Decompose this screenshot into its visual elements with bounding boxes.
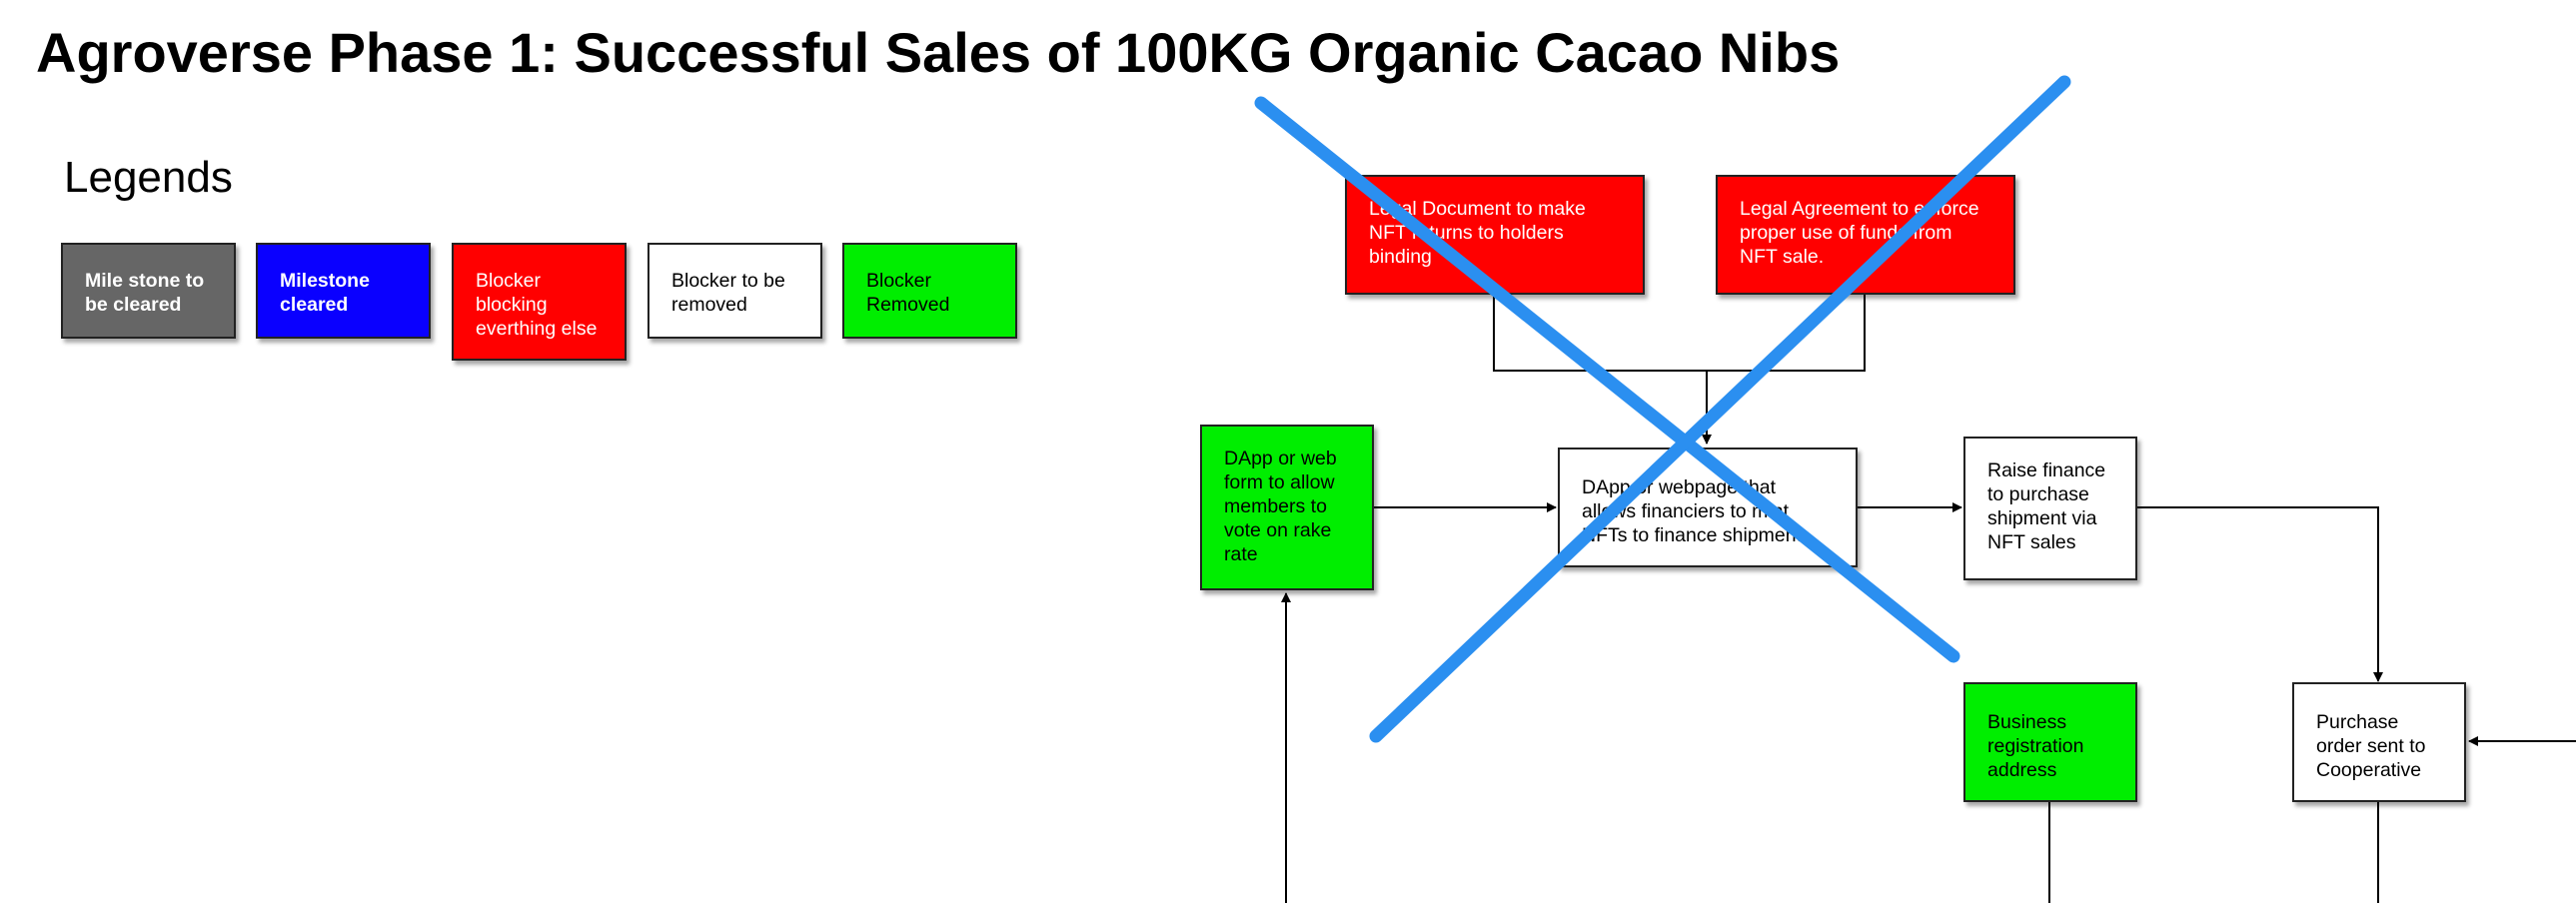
legend-blocker-to-be-removed: Blocker to be removed xyxy=(647,243,822,339)
legend-blocker-blocking: Blocker blocking everthing else xyxy=(452,243,627,361)
node-dapp-finance: DApp or webpage that allows financiers t… xyxy=(1558,448,1858,567)
node-legal-agreement: Legal Agreement to enforce proper use of… xyxy=(1716,175,2015,295)
connector-legal-agreement xyxy=(1707,294,1866,372)
connector-raise-finance-to-purchase-order xyxy=(2136,506,2383,682)
page-title: Agroverse Phase 1: Successful Sales of 1… xyxy=(36,21,1841,84)
legends-heading: Legends xyxy=(64,153,233,202)
node-raise-finance: Raise finance to purchase shipment via N… xyxy=(1963,437,2137,580)
node-legal-document: Legal Document to make NFT returns to ho… xyxy=(1345,175,1645,295)
legend-milestone-cleared: Milestone cleared xyxy=(256,243,431,339)
connector-legal-document xyxy=(1493,294,1707,372)
legend-milestone-to-be-cleared: Mile stone to be cleared xyxy=(61,243,236,339)
node-purchase-order: Purchase order sent to Cooperative xyxy=(2292,682,2466,802)
node-business-registration: Business registration address xyxy=(1963,682,2137,802)
legend-blocker-removed: Blocker Removed xyxy=(842,243,1017,339)
node-dapp-vote: DApp or web form to allow members to vot… xyxy=(1200,425,1374,590)
